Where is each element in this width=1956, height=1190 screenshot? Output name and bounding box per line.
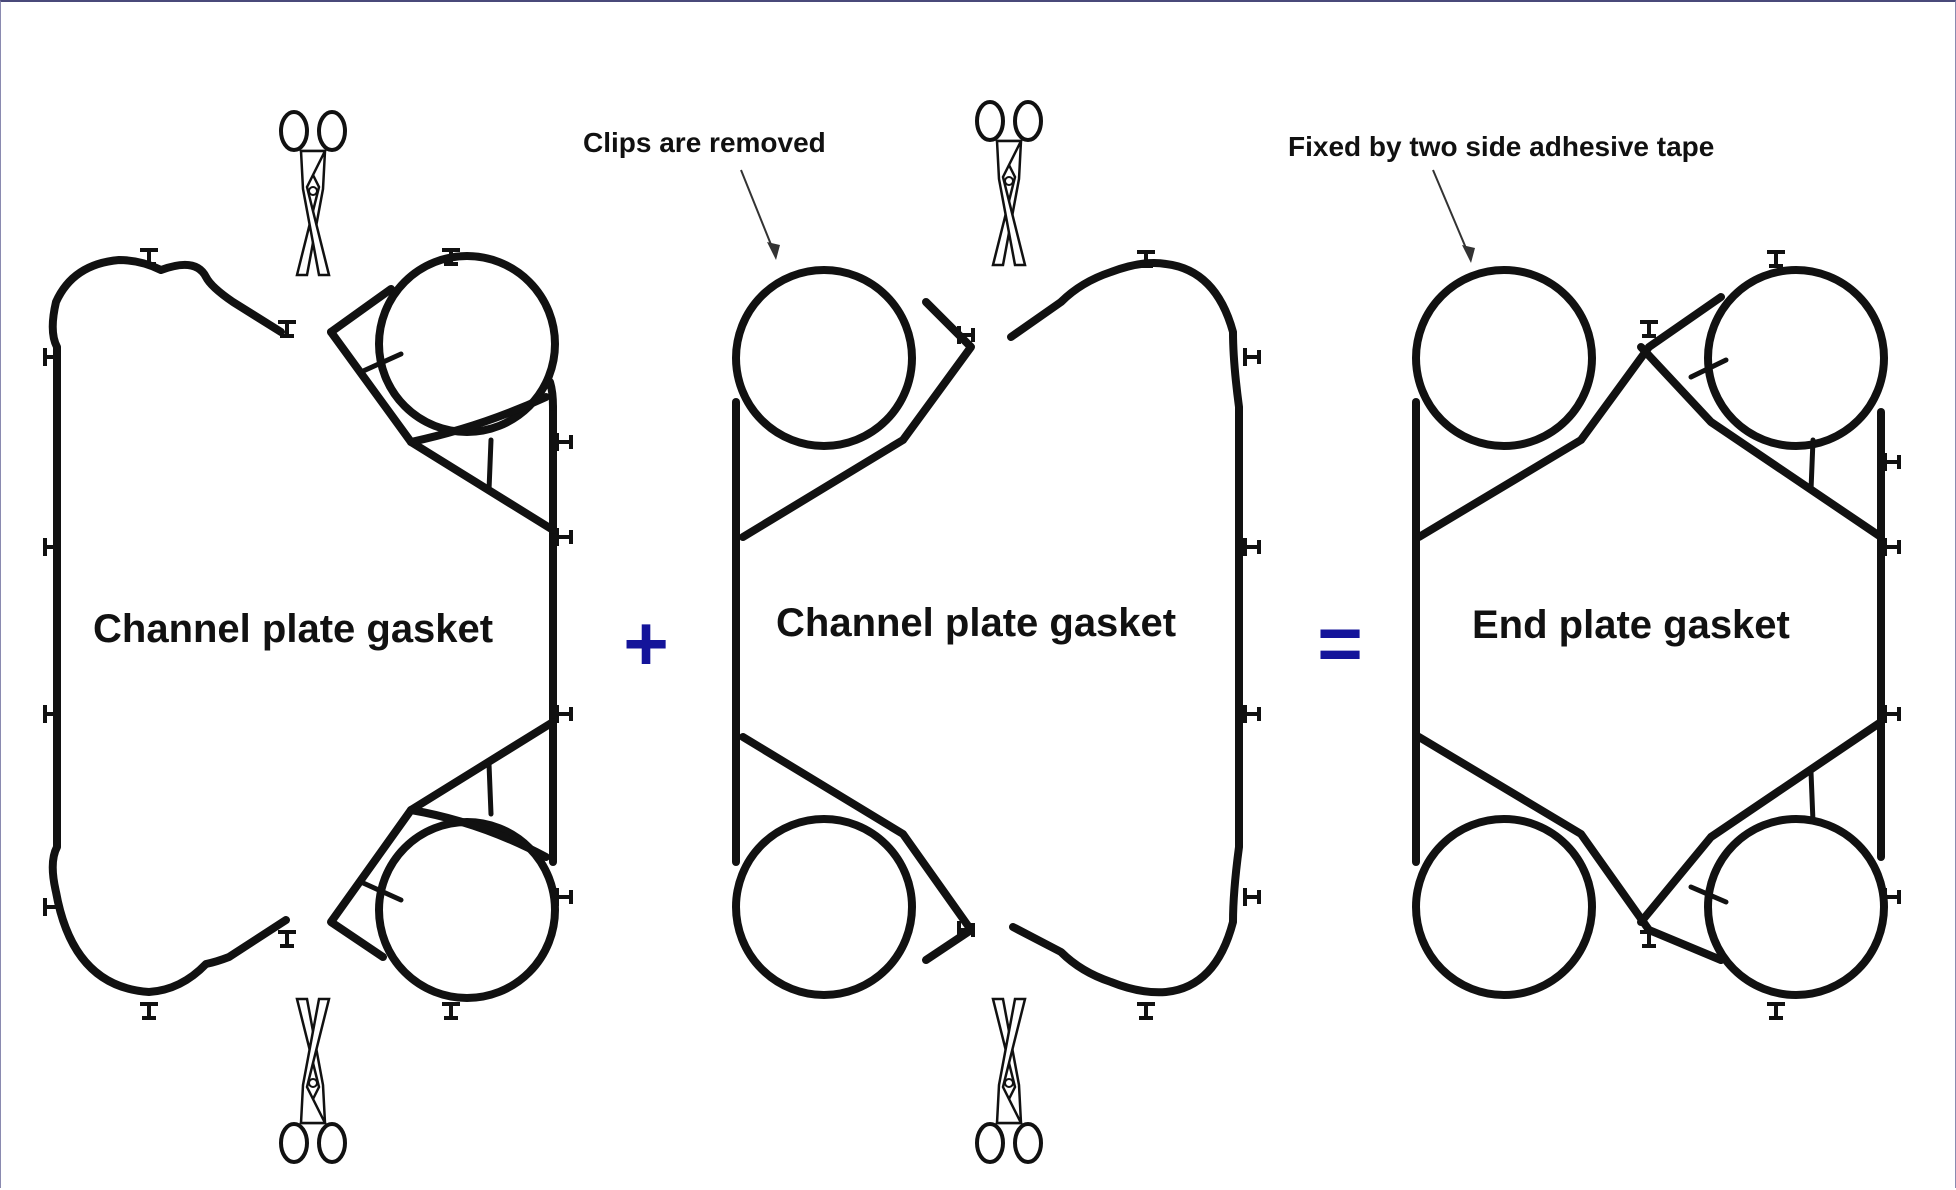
channel-plate-label-left: Channel plate gasket xyxy=(93,607,493,651)
scissors-icon xyxy=(279,110,347,277)
channel-plate-label-middle: Channel plate gasket xyxy=(776,601,1176,645)
clips-removed-label: Clips are removed xyxy=(583,127,826,158)
scissors-icon xyxy=(975,100,1043,267)
channel-plate-gasket-middle xyxy=(732,250,1261,1020)
scissors-icon xyxy=(977,999,1041,1162)
fixed-tape-label: Fixed by two side adhesive tape xyxy=(1288,131,1714,162)
plus-operator: + xyxy=(623,599,669,687)
arrow-head-icon xyxy=(1462,245,1475,263)
scissors-icon xyxy=(281,999,345,1162)
end-plate-label: End plate gasket xyxy=(1472,603,1790,647)
equals-operator: = xyxy=(1317,599,1363,687)
arrow-icon xyxy=(1432,169,1472,261)
end-plate-gasket xyxy=(1412,250,1901,1020)
arrow-icon xyxy=(740,169,777,258)
arrow-head-icon xyxy=(767,242,780,260)
channel-plate-gasket-left xyxy=(43,248,573,1020)
